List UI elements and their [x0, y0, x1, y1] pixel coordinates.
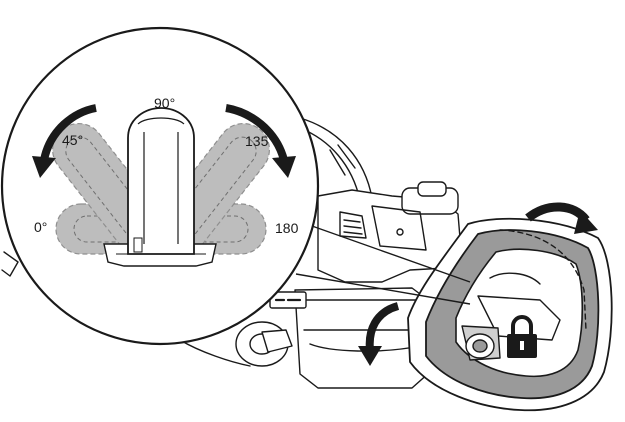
housing-screw: [396, 228, 404, 236]
callout-line-bottom: [295, 273, 471, 305]
curved-arrow-icon: [225, 104, 296, 178]
rear-handle-pivot: [489, 272, 541, 285]
front-skirt: [179, 339, 251, 367]
angle-label-0: 0°: [34, 219, 47, 235]
tool-body: [1, 117, 613, 412]
handle-position-90: [127, 107, 195, 255]
rear-handle-button-core: [472, 339, 488, 353]
left-edge-detail: [1, 251, 19, 277]
curved-arrow-icon: [358, 302, 400, 366]
angle-label-45: 45°: [62, 132, 83, 148]
angle-label-135: 135°: [245, 133, 274, 149]
housing-edge: [371, 205, 427, 251]
rear-handle-dash: [499, 229, 587, 331]
callout-line-top: [311, 225, 471, 283]
lock-icon: [507, 315, 537, 358]
lower-body: [294, 287, 431, 389]
grille-slots: [343, 219, 363, 235]
front-latch: [261, 329, 293, 353]
housing-grille: [339, 211, 367, 239]
angle-label-90: 90°: [154, 95, 175, 111]
housing-knob-top: [417, 181, 447, 197]
angle-label-180: 180: [275, 220, 299, 236]
magnifier-callout: 90° 45° 135° 0° 180: [0, 26, 471, 346]
lower-body-detail: [309, 343, 421, 352]
magnified-handle-positions: [32, 104, 296, 267]
lower-body-seam: [303, 299, 429, 331]
blade-guard-detail: [329, 144, 356, 176]
curved-arrow-icon: [525, 202, 598, 234]
curved-arrow-icon: [32, 104, 97, 178]
